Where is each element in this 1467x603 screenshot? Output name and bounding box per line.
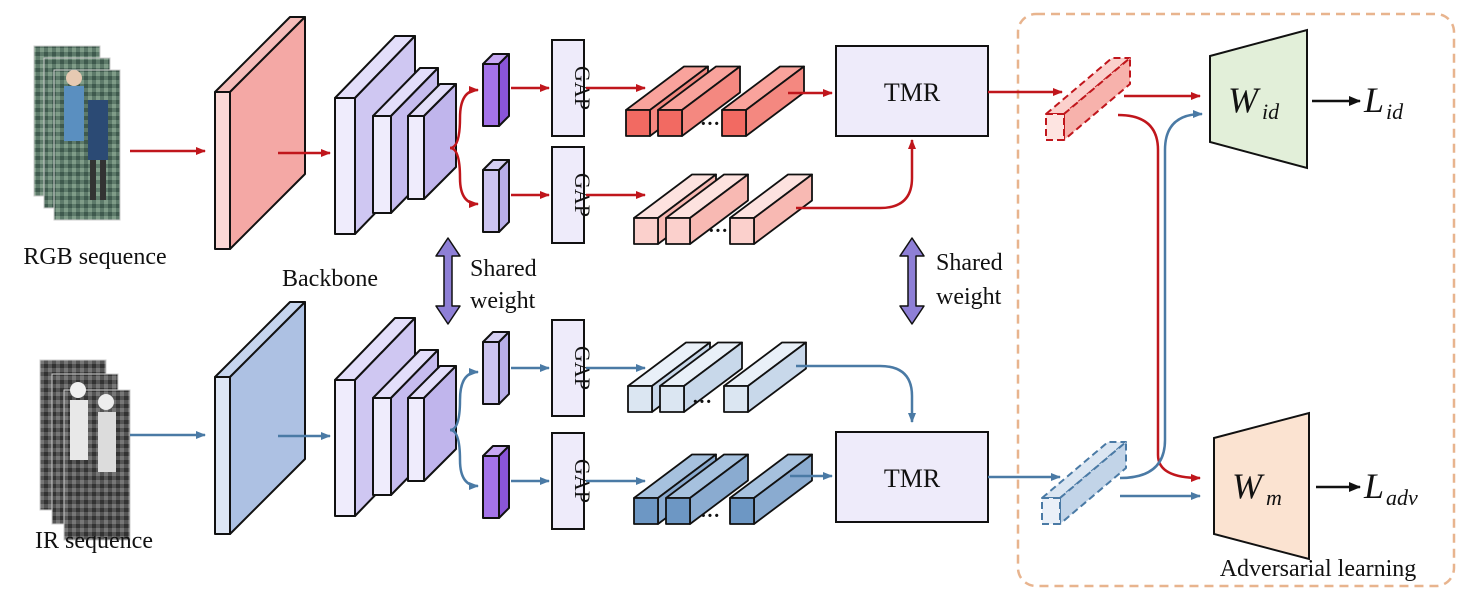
l-id-sub: id: [1386, 99, 1404, 124]
w-m-main: W: [1232, 466, 1265, 506]
adversarial-learning-label: Adversarial learning: [1220, 556, 1417, 582]
w-m-classifier: W m: [1213, 411, 1310, 561]
feature-prism: [729, 453, 813, 525]
feature-prism: [659, 341, 743, 413]
rgb-feature-sequence-top: [625, 65, 805, 137]
feature-prism: [723, 341, 807, 413]
ir-branch-upper-arrow: [449, 368, 479, 432]
tmr-label: TMR: [884, 464, 941, 493]
shared-weight-left-line2: weight: [470, 288, 536, 314]
l-id-main: L: [1363, 80, 1384, 120]
shared-weight-arrow-right: [899, 237, 925, 325]
backbone-ir-block: [214, 301, 306, 535]
ir-fused-feature: [1041, 441, 1127, 525]
l-adv-sub: adv: [1386, 485, 1418, 510]
ir-upper-seq-to-tmr-arrow: [796, 364, 916, 423]
feature-prism: [657, 65, 741, 137]
feature-prism: [729, 173, 813, 245]
tmr-label: TMR: [884, 78, 941, 107]
rgb-feature-sequence-bottom: [633, 173, 813, 245]
gap-box-ir-top: GAP: [551, 319, 595, 417]
w-id-classifier: W id: [1209, 28, 1308, 170]
w-m-sub: m: [1266, 485, 1282, 510]
shared-weight-right-line1: Shared: [936, 250, 1003, 276]
ir-branch-lower-arrow: [449, 428, 479, 490]
rgb-sequence-images: [33, 45, 121, 221]
ir-sequence-label: IR sequence: [35, 528, 153, 554]
rgb-feature-to-wm-arrow: [1117, 113, 1201, 482]
tmr-box-ir: TMR: [835, 431, 989, 523]
rgb-branch-lower-arrow: [449, 146, 479, 208]
feature-prism: [665, 453, 749, 525]
w-id-sub: id: [1262, 99, 1280, 124]
backbone-label: Backbone: [282, 266, 378, 292]
ellipsis-rgb-top: ···: [700, 113, 720, 135]
adversarial-region-box: [1016, 12, 1456, 588]
ir-feature-to-wid-arrow: [1119, 110, 1203, 480]
ir-feature-sequence-bottom: [633, 453, 813, 525]
backbone-rgb-block: [214, 16, 306, 250]
rgb-small-block-bottom: [482, 159, 510, 233]
ellipsis-ir-top: ···: [692, 391, 712, 413]
w-id-main: W: [1228, 80, 1261, 120]
gap-box-rgb-bottom: GAP: [551, 146, 595, 244]
l-adv-main: L: [1363, 466, 1384, 506]
ir-small-block-top: [482, 331, 510, 405]
gap-box-rgb-top: GAP: [551, 39, 595, 137]
ellipsis-ir-bottom: ···: [700, 505, 720, 527]
feature-prism: [665, 173, 749, 245]
tmr-box-rgb: TMR: [835, 45, 989, 137]
rgb-sequence-label: RGB sequence: [23, 244, 166, 270]
rgb-lower-seq-to-tmr-arrow: [796, 139, 916, 210]
ellipsis-rgb-bottom: ···: [708, 220, 728, 242]
rgb-branch-upper-arrow: [449, 86, 479, 150]
shared-weight-right-line2: weight: [936, 284, 1002, 310]
ir-sequence-images: [39, 359, 131, 541]
gap-box-ir-bottom: GAP: [551, 432, 595, 530]
shared-weight-arrow-left: [435, 237, 461, 325]
rgb-small-block-top: [482, 53, 510, 127]
rgb-fused-feature: [1045, 57, 1131, 141]
conv-stack-ir: [334, 317, 457, 517]
conv-stack-rgb: [334, 35, 457, 235]
shared-weight-left-line1: Shared: [470, 256, 537, 282]
ir-feature-sequence-top: [627, 341, 807, 413]
ir-small-block-bottom: [482, 445, 510, 519]
